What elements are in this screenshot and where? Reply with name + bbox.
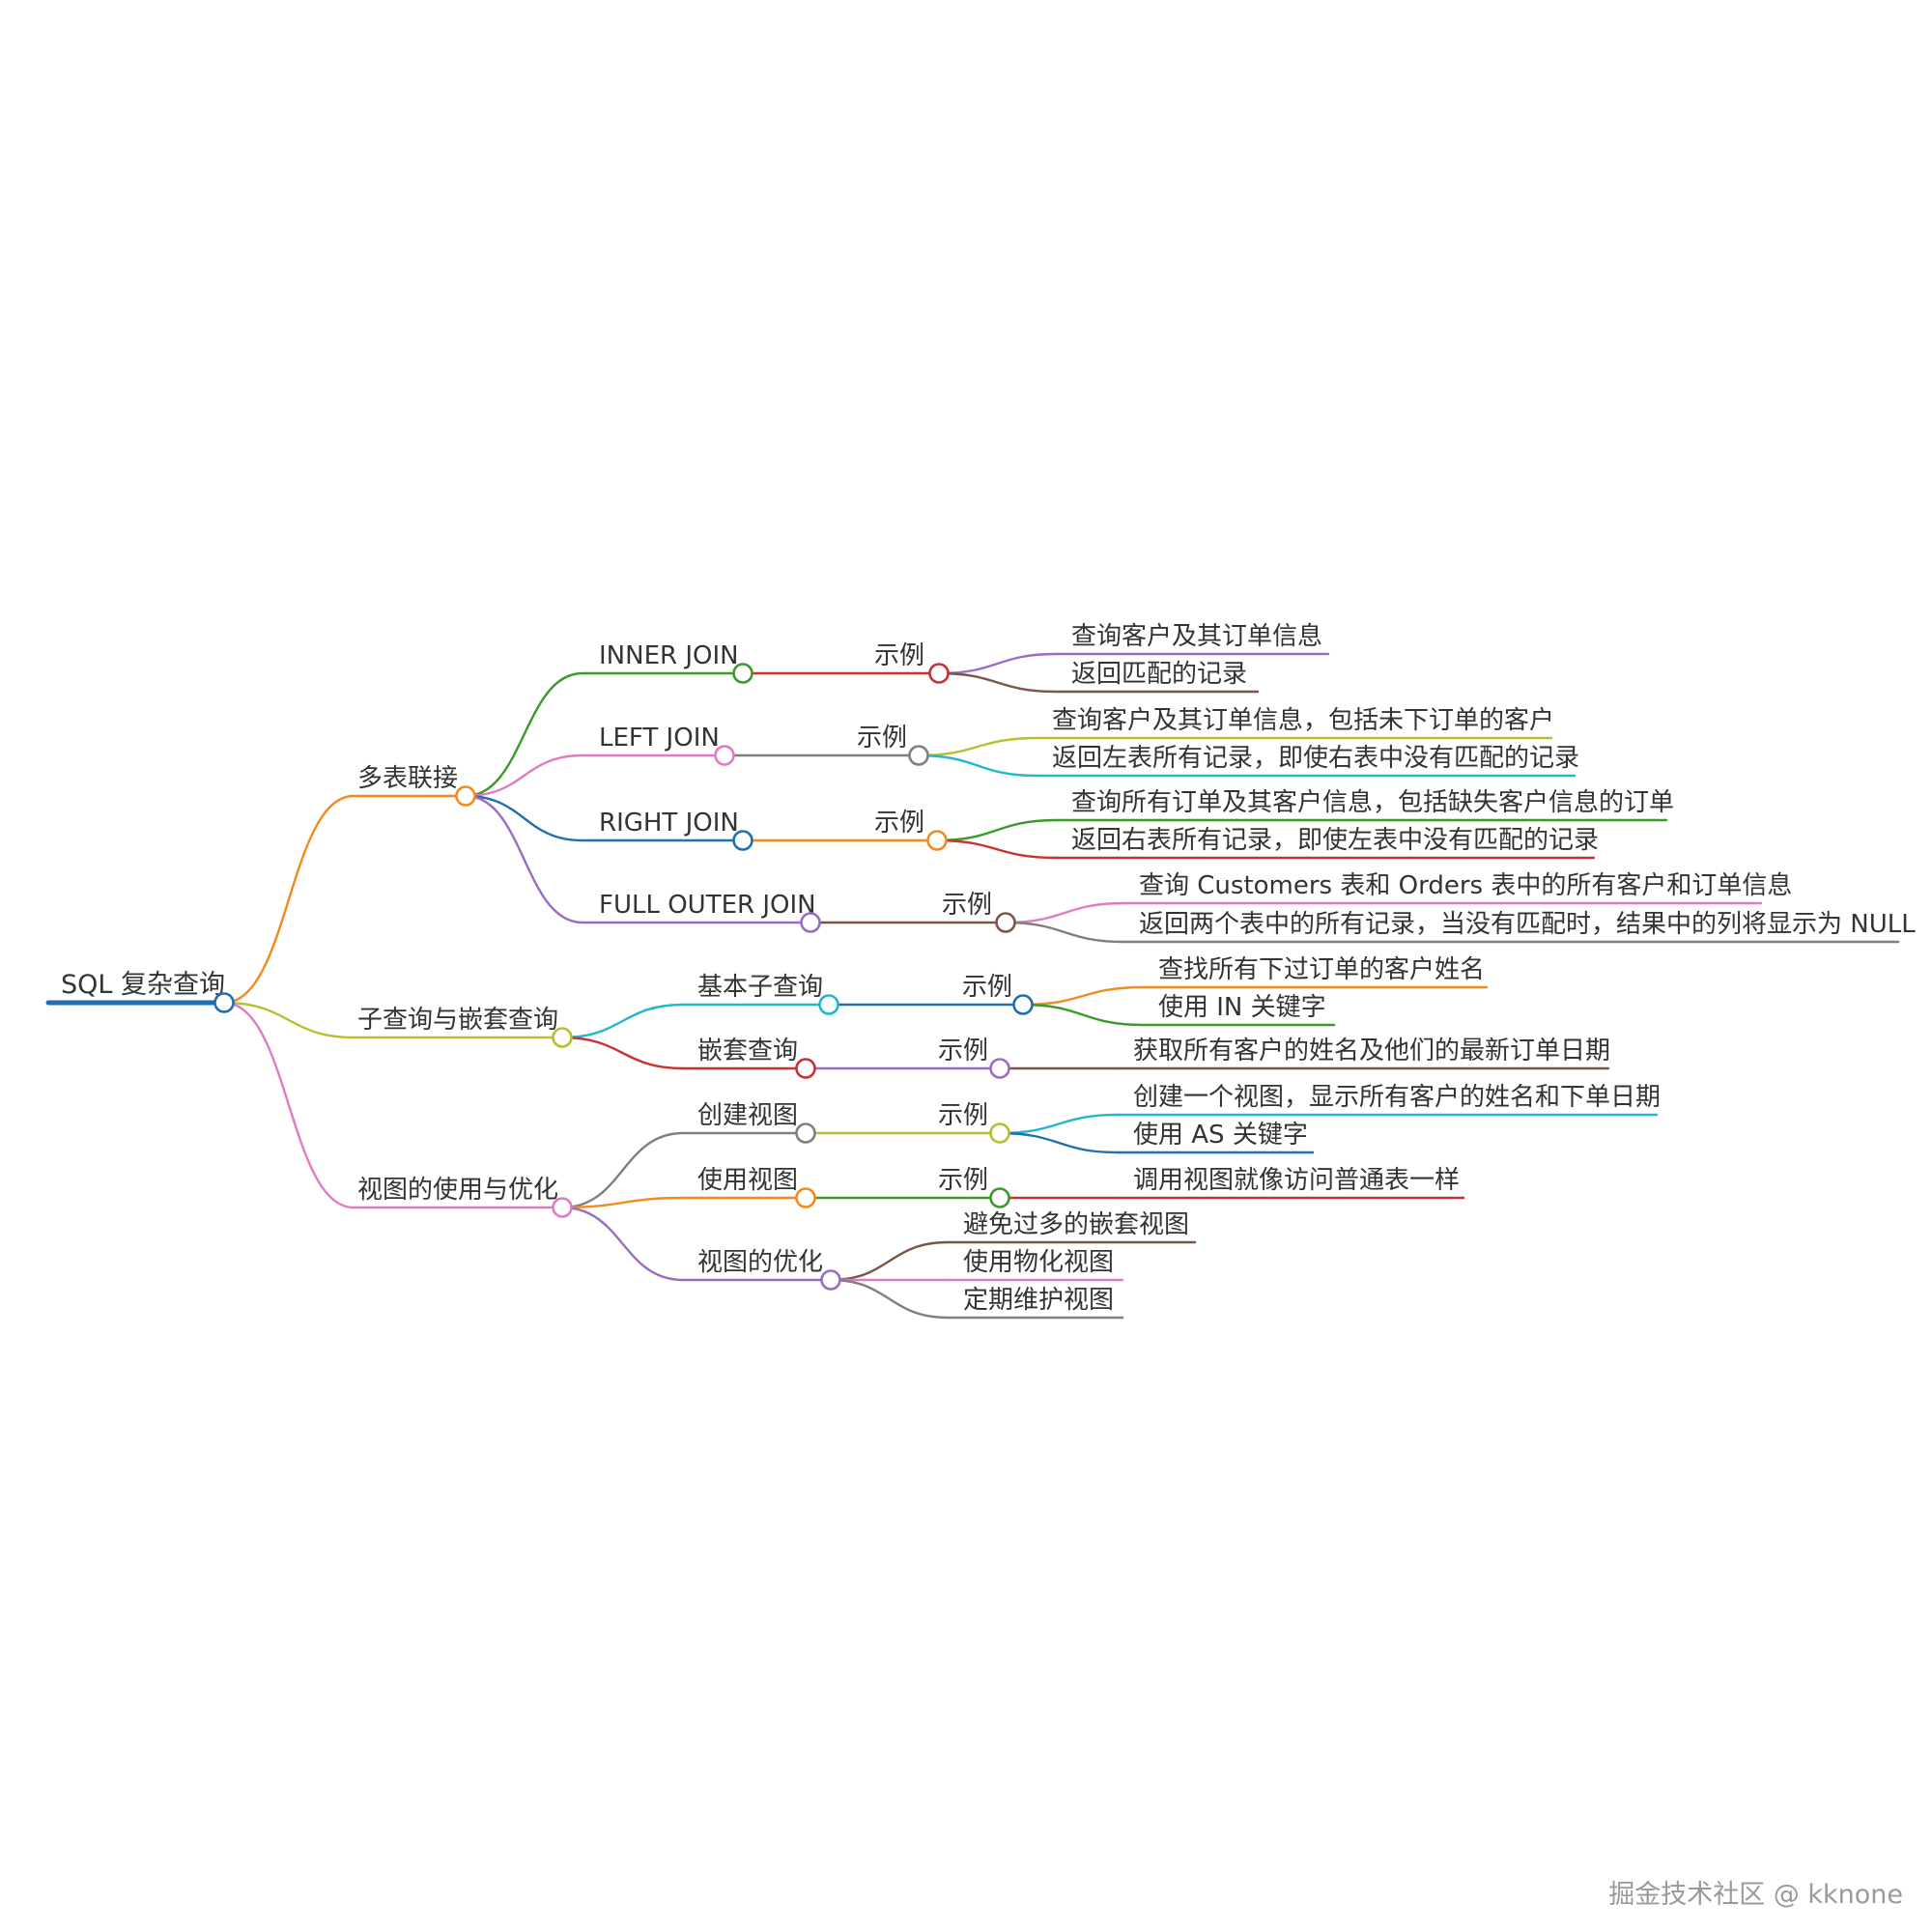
leaf-label[interactable]: 查询所有订单及其客户信息，包括缺失客户信息的订单 [1071,788,1674,817]
topic-label[interactable]: 嵌套查询 [697,1037,798,1065]
leaf-connector [1022,1003,1144,1027]
leaf-connector [1005,921,1124,944]
root-label[interactable]: SQL 复杂查询 [61,970,225,1000]
topic-label[interactable]: RIGHT JOIN [599,809,739,838]
leaf-label[interactable]: 创建一个视图，显示所有客户的姓名和下单日期 [1133,1083,1661,1112]
topic-connector [561,1003,684,1039]
branch-toggle-circle[interactable] [455,785,476,807]
leaf-label[interactable]: 使用 IN 关键字 [1158,993,1326,1022]
branch-label[interactable]: 子查询与嵌套查询 [357,1006,558,1035]
watermark: 掘金技术社区 @ kknone [1608,1880,1903,1910]
subtopic-toggle-circle[interactable] [989,1058,1010,1079]
subtopic-toggle-circle[interactable] [926,830,948,851]
subtopic-label[interactable]: 定期维护视图 [963,1286,1114,1315]
leaf-connector [936,838,1057,860]
leaf-label[interactable]: 调用视图就像访问普通表一样 [1133,1166,1460,1195]
subtopic-toggle-circle[interactable] [989,1122,1010,1144]
subtopic-connector [830,1278,949,1320]
leaf-label[interactable]: 查询客户及其订单信息，包括未下订单的客户 [1052,706,1554,735]
subtopic-label[interactable]: 示例 [938,1166,988,1195]
subtopic-label[interactable]: 示例 [938,1037,988,1065]
topic-connector [561,1206,684,1282]
subtopic-label[interactable]: 示例 [857,724,907,753]
node-circle-layer [213,663,1034,1291]
branch-label[interactable]: 视图的使用与优化 [357,1176,558,1205]
subtopic-label[interactable]: 示例 [874,809,924,838]
topic-toggle-circle[interactable] [795,1187,816,1208]
leaf-connector [918,736,1037,757]
leaf-connector [938,671,1057,694]
subtopic-label[interactable]: 使用物化视图 [963,1248,1114,1277]
topic-toggle-circle[interactable] [820,1269,841,1291]
subtopic-toggle-circle[interactable] [989,1187,1010,1208]
leaf-connector [1005,901,1124,924]
leaf-label[interactable]: 返回匹配的记录 [1071,660,1247,689]
subtopic-toggle-circle[interactable] [995,912,1016,933]
branch-connector [223,1001,355,1039]
subtopic-label[interactable]: 示例 [874,641,924,670]
topic-toggle-circle[interactable] [732,830,753,851]
subtopic-toggle-circle[interactable] [908,745,929,766]
leaf-label[interactable]: 查找所有下过订单的客户姓名 [1158,955,1485,984]
leaf-label[interactable]: 获取所有客户的姓名及他们的最新订单日期 [1133,1037,1610,1065]
topic-label[interactable]: INNER JOIN [599,641,739,670]
leaf-label[interactable]: 使用 AS 关键字 [1133,1121,1308,1150]
leaf-label[interactable]: 查询客户及其订单信息 [1071,622,1322,651]
topic-connector [465,794,583,842]
topic-toggle-circle[interactable] [800,912,821,933]
topic-label[interactable]: 基本子查询 [697,973,823,1002]
leaf-connector [918,753,1037,778]
topic-label[interactable]: 创建视图 [697,1101,798,1130]
branch-toggle-circle[interactable] [552,1027,573,1048]
leaf-connector [999,1131,1119,1154]
topic-toggle-circle[interactable] [714,745,735,766]
subtopic-label[interactable]: 示例 [942,891,992,920]
root-toggle-circle[interactable] [213,992,235,1013]
leaf-label[interactable]: 查询 Customers 表和 Orders 表中的所有客户和订单信息 [1139,871,1792,900]
topic-label[interactable]: 视图的优化 [697,1248,823,1277]
subtopic-toggle-circle[interactable] [1012,994,1034,1015]
label-layer: SQL 复杂查询 多表联接 INNER JOIN 示例 查询客户及其订单信息返回匹配的记… [61,622,1916,1315]
leaf-connector [999,1113,1119,1135]
topic-toggle-circle[interactable] [795,1058,816,1079]
subtopic-label[interactable]: 示例 [962,973,1012,1002]
branch-connector [223,1001,355,1209]
leaf-connector [1022,985,1144,1007]
subtopic-label[interactable]: 避免过多的嵌套视图 [963,1210,1189,1239]
leaf-label[interactable]: 返回右表所有记录，即使左表中没有匹配的记录 [1071,826,1599,855]
leaf-label[interactable]: 返回两个表中的所有记录，当没有匹配时，结果中的列将显示为 NULL [1139,910,1916,939]
topic-connector [561,1196,684,1209]
leaf-connector [936,818,1057,842]
topic-toggle-circle[interactable] [732,663,753,684]
connector-layer [223,652,1144,1320]
branch-connector [223,794,355,1005]
underline-layer [45,652,1900,1320]
leaf-connector [938,652,1057,675]
branch-label[interactable]: 多表联接 [357,764,458,793]
topic-connector [465,753,583,798]
topic-connector [465,671,583,798]
topic-toggle-circle[interactable] [818,994,839,1015]
topic-label[interactable]: FULL OUTER JOIN [599,891,816,920]
subtopic-toggle-circle[interactable] [928,663,950,684]
topic-connector [561,1036,684,1070]
branch-toggle-circle[interactable] [552,1197,573,1218]
topic-toggle-circle[interactable] [795,1122,816,1144]
subtopic-connector [830,1240,949,1282]
leaf-label[interactable]: 返回左表所有记录，即使右表中没有匹配的记录 [1052,744,1579,773]
topic-label[interactable]: 使用视图 [697,1166,798,1195]
topic-label[interactable]: LEFT JOIN [599,724,720,753]
subtopic-label[interactable]: 示例 [938,1101,988,1130]
topic-connector [465,794,583,924]
topic-connector [561,1131,684,1209]
